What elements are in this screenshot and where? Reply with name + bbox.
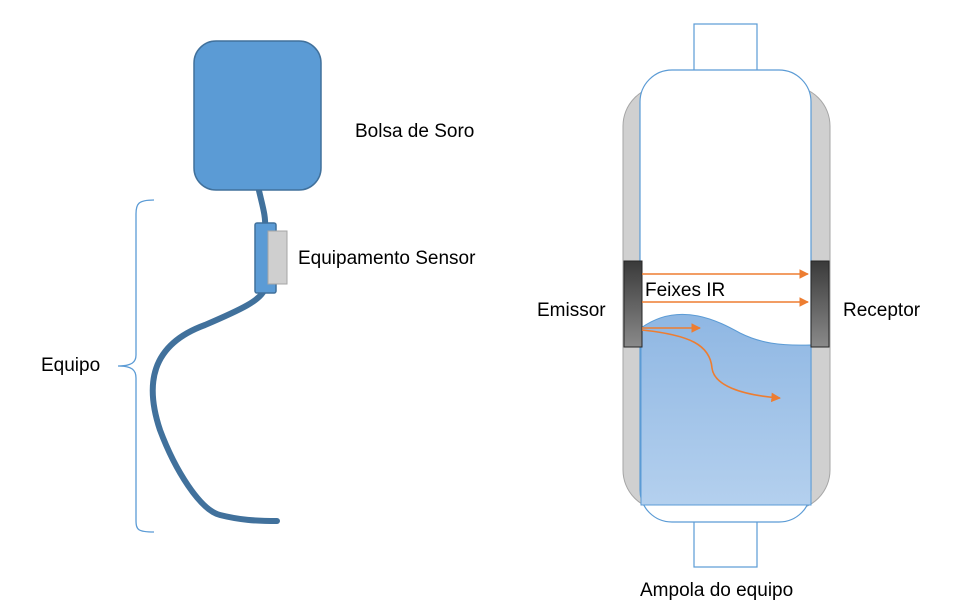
emitter-block <box>623 260 643 348</box>
tube-lower <box>149 285 280 524</box>
equipo-label: Equipo <box>41 355 101 376</box>
emitter-label: Emissor <box>537 300 606 321</box>
chamber-top-connector <box>693 23 758 75</box>
liquid-level <box>640 313 812 506</box>
ir-beams-label: Feixes IR <box>645 280 726 301</box>
equipo-brace <box>117 199 155 533</box>
ir-beam-refracted <box>641 329 781 403</box>
sensor-label: Equipamento Sensor <box>298 248 476 269</box>
sensor-plate <box>267 230 288 285</box>
receiver-label: Receptor <box>843 300 921 321</box>
bag-label: Bolsa de Soro <box>355 121 475 142</box>
chamber-label: Ampola do equipo <box>640 580 794 601</box>
receiver-block <box>810 260 830 348</box>
tube-upper <box>255 185 269 229</box>
chamber-bottom-connector <box>693 514 758 568</box>
iv-bag <box>193 40 322 191</box>
